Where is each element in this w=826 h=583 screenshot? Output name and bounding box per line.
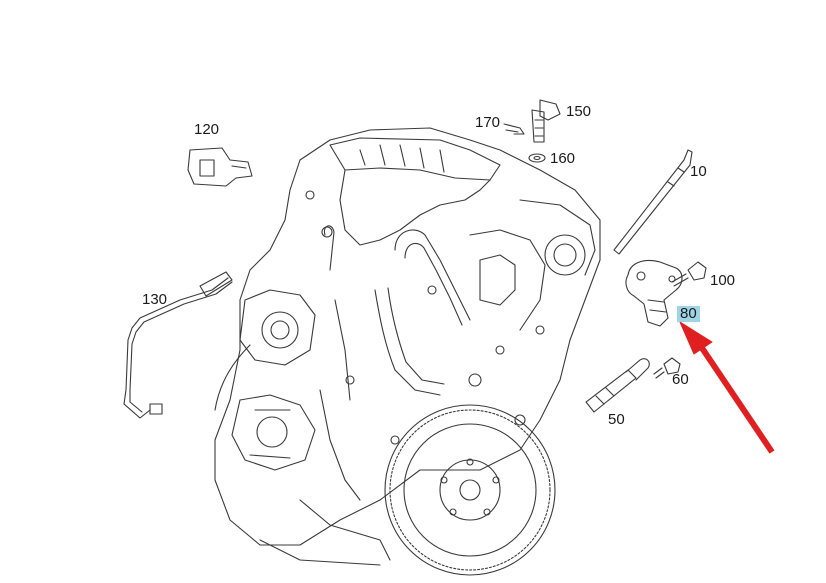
callout-120: 120 <box>194 121 220 138</box>
part-80-sensor <box>625 259 683 327</box>
part-100-bolt <box>671 261 707 287</box>
callout-170: 170 <box>475 114 501 131</box>
part-50-sensor <box>585 358 650 413</box>
callout-100: 100 <box>710 272 736 289</box>
part-60-bolt <box>653 357 681 379</box>
part-130-sensor <box>123 271 233 419</box>
red-arrow <box>679 321 775 454</box>
engine-block <box>214 127 601 576</box>
callout-60: 60 <box>672 371 689 388</box>
callout-80: 80 <box>677 306 700 322</box>
part-10-glow-plug <box>613 149 693 255</box>
part-120-connector <box>187 147 253 187</box>
part-170-clip <box>503 123 525 135</box>
part-160-washer <box>528 153 546 163</box>
callout-10: 10 <box>690 163 707 180</box>
callout-150: 150 <box>566 103 592 120</box>
part-150-sensor <box>531 99 561 143</box>
callout-130: 130 <box>142 291 168 308</box>
callout-50: 50 <box>608 411 625 428</box>
callout-160: 160 <box>550 150 576 167</box>
